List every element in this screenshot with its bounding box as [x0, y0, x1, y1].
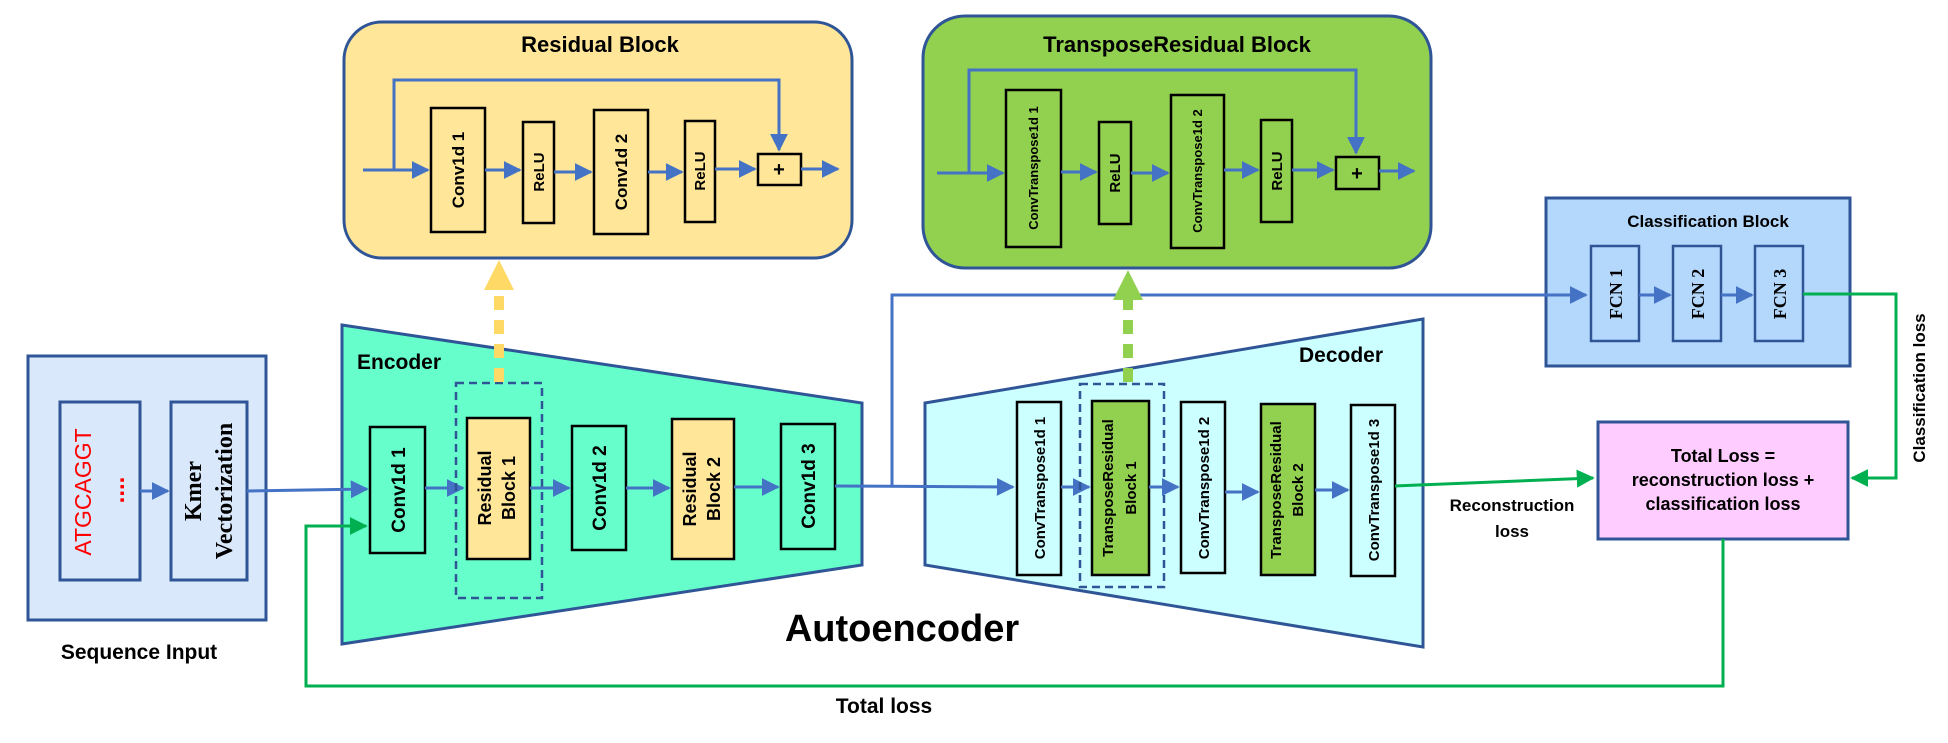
transpose-relu1-label: ReLU [1107, 153, 1124, 192]
transpose-add-label: + [1351, 163, 1363, 185]
decoder-tres1-line1: TransposeResidual [1100, 419, 1117, 557]
sequence-input-panel: ATGCAGGT .... Kmer Vectorization [26, 354, 268, 622]
reconstruction-loss-label-line1: Reconstruction [1450, 496, 1575, 515]
decoder-convt3-label: ConvTranspose1d 3 [1366, 419, 1383, 562]
encoder-residual-highlight [454, 381, 544, 600]
transpose-add-box [1334, 155, 1381, 191]
decoder-convt1-label: ConvTranspose1d 1 [1032, 417, 1049, 560]
transpose-relu2-label: ReLU [1269, 151, 1286, 190]
total-loss-label: Total loss [836, 695, 932, 718]
residual-relu2-box [683, 119, 717, 224]
total-loss-line1: Total Loss = [1671, 446, 1775, 466]
decoder-convt3-box [1349, 403, 1397, 578]
residual-skip-arrow [392, 78, 788, 170]
decoder-tres2-line2: Block 2 [1290, 463, 1307, 516]
classification-block-panel: Classification Block FCN 1 FCN 2 FCN 3 [1544, 196, 1852, 368]
sequence-text: ATGCAGGT [70, 428, 96, 555]
fcn2-label: FCN 2 [1688, 269, 1708, 320]
encoder-panel: Encoder Conv1d 1 Residual Block 1 Conv1d… [340, 323, 864, 646]
residual-block-title: Residual Block [521, 32, 679, 57]
encoder-residual1-line2: Block 1 [499, 456, 519, 520]
encoder-conv2-label: Conv1d 2 [590, 445, 611, 531]
total-loss-feedback-arrow [304, 517, 1725, 688]
kmer-box [169, 400, 249, 582]
total-loss-box: Total Loss = reconstruction loss + class… [1596, 420, 1850, 541]
sequence-dots: .... [103, 477, 130, 504]
classification-loss-label: Classification loss [1910, 313, 1929, 462]
transpose-skip-arrow [967, 68, 1365, 173]
fcn3-box [1753, 244, 1805, 343]
total-loss-line2: reconstruction loss + [1632, 470, 1815, 490]
input-to-encoder-arrow [246, 480, 369, 499]
classification-block-title: Classification Block [1627, 212, 1789, 231]
encoder-residual2-line2: Block 2 [704, 457, 724, 521]
autoencoder-label: Autoencoder [785, 608, 1020, 650]
decoder-tres2-box [1259, 402, 1317, 577]
reconstruction-loss-label-line2: loss [1495, 522, 1529, 541]
residual-relu1-label: ReLU [531, 152, 548, 191]
decoder-title: Decoder [1299, 344, 1383, 367]
fcn1-label: FCN 1 [1606, 269, 1626, 320]
fcn2-box [1671, 244, 1723, 343]
residual-conv2-box [592, 108, 650, 236]
residual-block-panel: Residual Block Conv1d 1 ReLU Conv1d 2 Re… [342, 20, 854, 260]
latent-to-classifier-arrow [890, 286, 1588, 486]
decoder-panel: Decoder ConvTranspose1d 1 TransposeResid… [923, 317, 1425, 649]
transpose-conv1-box [1004, 88, 1063, 249]
residual-conv2-label: Conv1d 2 [612, 134, 631, 211]
decoder-tres1-line2: Block 1 [1123, 461, 1140, 514]
residual-relu2-label: ReLU [692, 151, 709, 190]
encoder-conv1-box [368, 425, 427, 555]
encoder-residual2-box [670, 417, 736, 561]
transpose-residual-block-panel: TransposeResidual Block ConvTranspose1d … [921, 14, 1433, 270]
transpose-conv2-label: ConvTranspose1d 2 [1190, 109, 1205, 233]
encoder-conv1-label: Conv1d 1 [389, 447, 410, 533]
residual-conv1-label: Conv1d 1 [449, 132, 468, 209]
decoder-convt2-label: ConvTranspose1d 2 [1196, 417, 1213, 560]
kmer-label-line1: Kmer [181, 461, 207, 521]
transpose-relu1-box [1097, 120, 1133, 226]
total-loss-line3: classification loss [1645, 494, 1800, 514]
residual-add-box [756, 152, 803, 187]
encoder-conv3-label: Conv1d 3 [799, 443, 820, 529]
transpose-block-title: TransposeResidual Block [1043, 32, 1312, 57]
transpose-conv2-box [1169, 93, 1226, 250]
encoder-conv2-box [570, 424, 628, 552]
decoder-convt2-box [1179, 400, 1227, 575]
classification-loss-arrow [1803, 292, 1898, 487]
sequence-input-title: Sequence Input [61, 641, 217, 664]
kmer-label-line2: Vectorization [212, 423, 238, 559]
transpose-conv1-label: ConvTranspose1d 1 [1026, 106, 1041, 230]
encoder-title: Encoder [357, 351, 441, 374]
fcn3-label: FCN 3 [1770, 269, 1790, 320]
latent-arrow [834, 477, 1015, 496]
residual-add-label: + [773, 159, 785, 181]
encoder-residual2-line1: Residual [680, 451, 700, 526]
encoder-residual1-line1: Residual [475, 450, 495, 525]
decoder-tres2-line1: TransposeResidual [1268, 421, 1285, 559]
reconstruction-loss-arrow [1394, 469, 1595, 488]
